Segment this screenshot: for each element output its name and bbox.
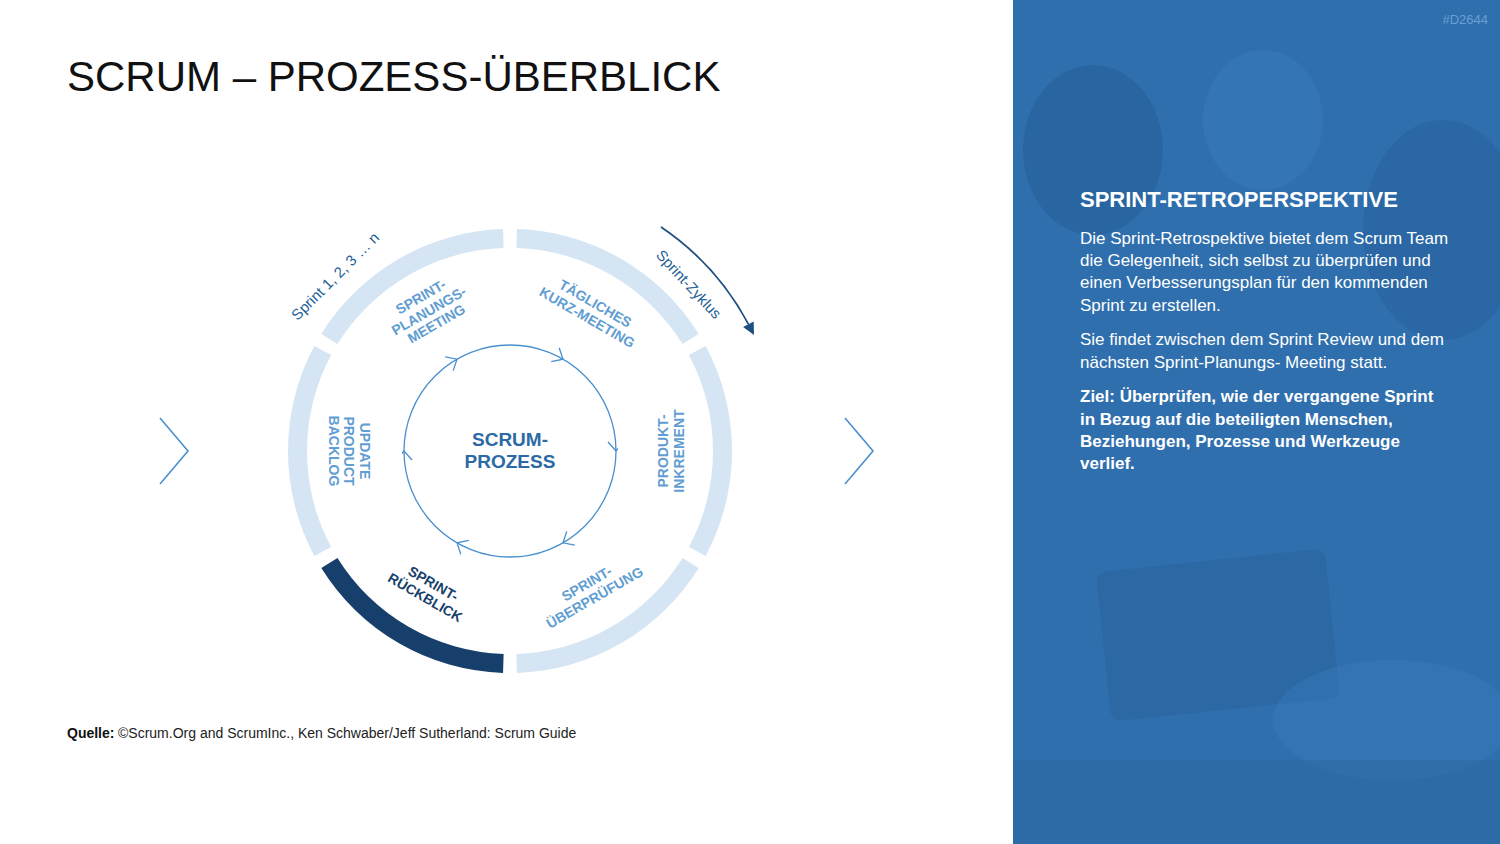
panel-text-column: SPRINT-RETROPERSPEKTIVE Die Sprint-Retros… [1080, 186, 1452, 476]
segment-label-wrap: PRODUKT- INKREMENT [656, 403, 687, 499]
cycle-arrow-head [743, 321, 754, 335]
ring-band [288, 346, 331, 556]
center-label: SCRUM- PROZESS [458, 429, 562, 473]
cycle-chevron [608, 442, 618, 451]
cycle-chevron [563, 531, 575, 545]
panel-paragraph: Sie findet zwischen dem Sprint Review un… [1080, 329, 1452, 374]
cycle-chevron [457, 540, 469, 554]
sprint-count-label: Sprint 1, 2, 3 … n [287, 228, 382, 323]
cycle-chevron [402, 451, 412, 460]
info-panel: SPRINT-RETROPERSPEKTIVE Die Sprint-Retros… [1013, 0, 1500, 844]
photo-shape [1203, 50, 1323, 190]
ring-band [689, 346, 732, 556]
segment-label-wrap: SPRINT- RÜCKBLICK [380, 554, 479, 629]
panel-paragraph: Die Sprint-Retrospektive bietet dem Scru… [1080, 228, 1452, 318]
panel-goal: Ziel: Überprüfen, wie der vergangene Spr… [1080, 386, 1452, 476]
panel-heading: SPRINT-RETROPERSPEKTIVE [1080, 186, 1452, 214]
segment-label: SPRINT- RÜCKBLICK [380, 554, 479, 629]
watermark-wrap: #D2644 [1442, 12, 1488, 27]
watermark: #D2644 [1442, 12, 1488, 27]
segment-label: UPDATE PRODUCT BACKLOG [324, 410, 371, 492]
process-circle: SCRUM- PROZESS [402, 343, 618, 559]
source-text-wrap: ©Scrum.Org and ScrumInc., Ken Schwaber/J… [118, 725, 576, 741]
cycle-circle [404, 345, 616, 557]
title-wrap: SCRUM – PROZESS-ÜBERBLICK [67, 52, 720, 102]
cycle-chevron [445, 357, 457, 371]
photo-shape [1013, 760, 1500, 844]
source-key-wrap: Quelle: [67, 725, 114, 741]
chevron-left [160, 418, 188, 484]
slide-title: SCRUM – PROZESS-ÜBERBLICK [67, 52, 720, 102]
segment-label-wrap: UPDATE PRODUCT BACKLOG [324, 410, 371, 492]
source-text: ©Scrum.Org and ScrumInc., Ken Schwaber/J… [118, 725, 576, 741]
segment-label: PRODUKT- INKREMENT [656, 403, 687, 499]
source-key: Quelle: [67, 725, 114, 741]
cycle-chevron [551, 348, 563, 362]
chevron-right [845, 418, 873, 484]
sprint-count-label-wrap: Sprint 1, 2, 3 … n [287, 228, 382, 323]
